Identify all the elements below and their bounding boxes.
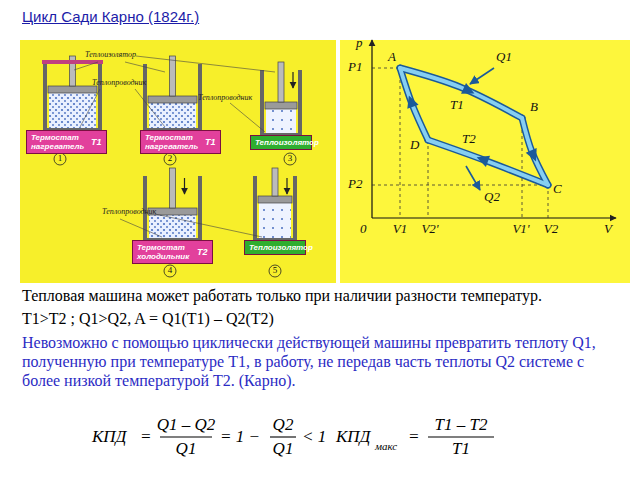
point-label: D [410,138,419,153]
cylinder [255,168,295,240]
axis-value: V2' [421,222,438,237]
carnot-principle: Невозможно с помощью циклически действую… [22,334,612,391]
cycle-stroke [400,68,428,140]
axis-label: p [356,36,363,51]
cylinder [145,56,200,130]
formula-part: < 1 [302,427,326,447]
thermostat-box: Термостат нагреватель T1 [140,130,221,154]
box-label: Теплоизолятор [255,138,307,147]
right-panel [340,40,630,283]
box-label: T2 [197,248,208,257]
axis-value: P2 [348,177,362,192]
point-label: A [388,50,396,65]
cylinder [145,168,200,240]
callout-circles [54,153,296,277]
formula-subscript: макс [375,440,397,453]
cycle-arrowhead [526,148,542,164]
box-label: T1 [91,138,102,147]
thermostat-box: Теплоизолятор [250,135,312,150]
cycle-stroke [400,68,522,118]
thermostat-box: Теплоизолятор [244,240,306,255]
guide-lines [372,68,548,218]
point-label: C [553,182,562,197]
formula-part: Q2 [273,415,294,435]
thermostat-box: Термостат нагреватель T1 [26,130,107,154]
statement: Тепловая машина может работать только пр… [22,287,542,305]
axis-value: 0 [360,222,367,237]
part-name: Теплопроводник [198,93,252,102]
cylinder [42,56,103,130]
heat-arrows [466,68,494,190]
cycle-outline [400,68,428,140]
cylinder [262,62,300,135]
fraction-bars [160,436,494,437]
axis-value: P1 [348,60,362,75]
heat-label: Q1 [496,50,512,65]
axis-label: V [604,222,612,237]
axes [372,40,616,218]
formula-part: = [408,427,419,447]
callout-number: 5 [273,265,278,275]
box-label: Термостат нагреватель [145,133,197,151]
formula-part: = 1 − [220,427,260,447]
box-label: Термостат нагреватель [31,133,83,151]
callout-number: 4 [168,265,173,275]
formula-part: Q1 [176,439,197,459]
callout-number: 2 [168,153,173,163]
formula-part: КПД [92,427,126,447]
box-label: Термостат холодильник [137,243,189,261]
part-name: Теплопроводник [102,207,156,216]
slide-title: Цикл Сади Карно (1824г.) [22,8,199,25]
formula-part: T1 [452,439,470,459]
formula-part: Q1 – Q2 [157,415,216,435]
axis-value: V2 [544,222,558,237]
axis-value: V1' [512,222,529,237]
cycle-arrowhead [461,83,477,99]
temperature-label: T1 [450,98,464,113]
relation: T1>T2 ; Q1>Q2, A = Q1(T1) – Q2(T2) [22,310,274,328]
formula-part: Q1 [273,439,294,459]
point-label: B [530,100,538,115]
formula-part: T1 – T2 [435,415,488,435]
axis-value: V1 [393,222,407,237]
formula-part: КПД [336,427,370,447]
callout-number: 3 [288,153,293,163]
box-label: T1 [205,138,216,147]
cycle-arrowhead [475,152,490,167]
temperature-label: T2 [462,132,476,147]
cycle-stroke [428,140,548,185]
left-panel [20,40,336,283]
thermostat-box: Термостат холодильник T2 [132,240,213,264]
part-name: Теплоизолятор [85,50,136,59]
formula-part: = [140,427,151,447]
box-label: Теплоизолятор [249,243,301,252]
heat-label: Q2 [484,190,500,205]
part-name: Теплопроводник [92,78,146,87]
callout-number: 1 [58,153,63,163]
cycle-arrowhead [403,93,418,108]
